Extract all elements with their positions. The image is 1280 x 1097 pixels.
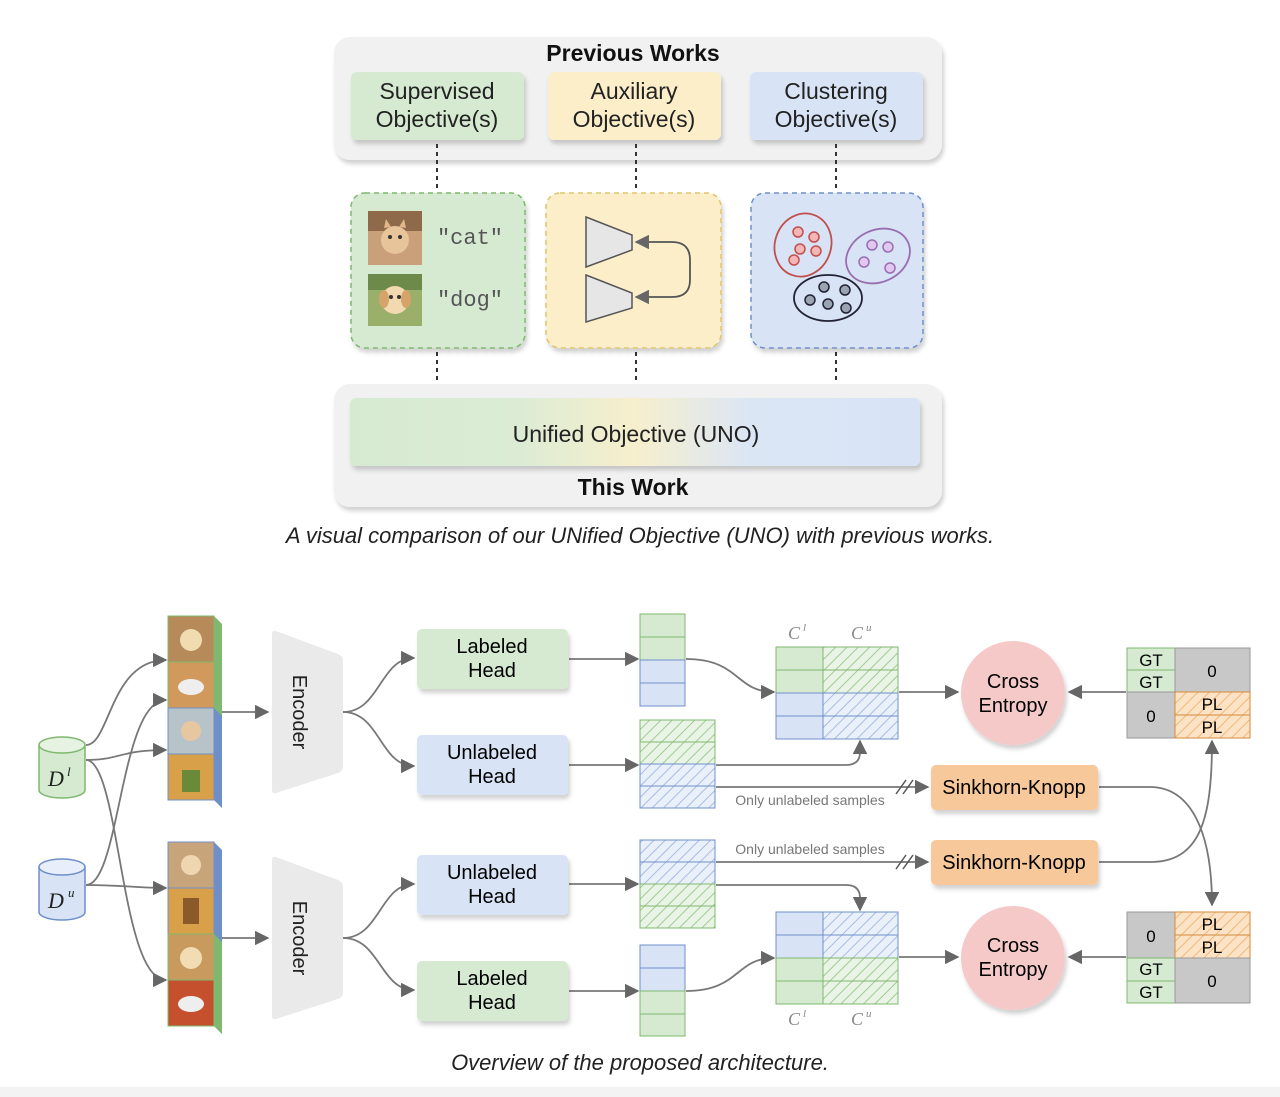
auxiliary-illustration xyxy=(545,192,722,349)
cu-label-bottom-sup: u xyxy=(866,1008,872,1020)
unlabeled-head-bottom-line2: Head xyxy=(468,886,516,908)
cross-entropy-bottom-line2: Entropy xyxy=(979,959,1048,981)
this-work-title: This Work xyxy=(578,474,689,500)
unlabeled-logits-bottom xyxy=(639,839,716,929)
cluster-purple-icon xyxy=(845,227,911,285)
cross-entropy-bottom: Cross Entropy xyxy=(961,906,1065,1010)
image-batch-bottom xyxy=(167,841,222,1034)
zero-cell: 0 xyxy=(1146,707,1155,726)
cl-label-top: C xyxy=(788,623,801,643)
encoder-bottom: Encoder xyxy=(272,856,343,1020)
unlabeled-dataset-label: D xyxy=(47,888,64,913)
pl-cell: PL xyxy=(1202,718,1223,737)
target-matrix-bottom: 0 GT GT PL PL 0 xyxy=(1126,911,1251,1004)
gt-cell: GT xyxy=(1139,651,1163,670)
cross-entropy-top: Cross Entropy xyxy=(961,641,1065,745)
unlabeled-head-top: Unlabeled Head xyxy=(417,735,568,795)
clustering-objective-line1: Clustering xyxy=(784,78,888,104)
only-unlabeled-note-top: Only unlabeled samples xyxy=(735,792,884,808)
consistency-arrow-icon xyxy=(634,234,691,305)
unified-objective-label: Unified Objective (UNO) xyxy=(513,421,760,447)
encoder-trapezoid-icon xyxy=(585,273,633,324)
gt-cell: GT xyxy=(1139,673,1163,692)
unlabeled-head-bottom-line1: Unlabeled xyxy=(447,862,537,884)
concat-logits-bottom: C l C u xyxy=(775,911,899,1029)
labeled-head-bottom: Labeled Head xyxy=(417,961,568,1021)
cluster-red-icon xyxy=(773,212,833,278)
auxiliary-objective-box: Auxiliary Objective(s) xyxy=(548,72,721,140)
zero-cell: 0 xyxy=(1207,972,1216,991)
sinkhorn-knopp-top: Sinkhorn-Knopp xyxy=(931,765,1098,810)
sinkhorn-knopp-bottom-label: Sinkhorn-Knopp xyxy=(942,852,1085,874)
labeled-logits-top xyxy=(639,613,686,707)
top-comparison-figure: Previous Works Supervised Objective(s) A… xyxy=(334,37,942,507)
pl-cell: PL xyxy=(1202,938,1223,957)
supervised-objective-box: Supervised Objective(s) xyxy=(351,72,524,140)
labeled-dataset-label: D xyxy=(47,766,64,791)
zero-cell: 0 xyxy=(1207,662,1216,681)
concat-logits-top: C l C u xyxy=(775,622,899,740)
labeled-head-top-line1: Labeled xyxy=(456,636,527,658)
supervised-objective-line2: Objective(s) xyxy=(376,106,499,132)
cross-entropy-bottom-line1: Cross xyxy=(987,935,1039,957)
gt-cell: GT xyxy=(1139,983,1163,1002)
dog-label: "dog" xyxy=(437,288,503,313)
supervised-objective-line1: Supervised xyxy=(379,78,494,104)
flow-arrows xyxy=(85,650,1220,999)
gt-cell: GT xyxy=(1139,960,1163,979)
encoder-bottom-label: Encoder xyxy=(288,901,310,976)
sinkhorn-knopp-bottom: Sinkhorn-Knopp xyxy=(931,840,1098,885)
auxiliary-objective-line2: Objective(s) xyxy=(573,106,696,132)
dog-image-icon xyxy=(368,274,422,326)
unlabeled-head-top-line2: Head xyxy=(468,766,516,788)
architecture-diagram: Only unlabeled samples Only unlabeled sa… xyxy=(38,613,1251,1037)
labeled-head-top-line2: Head xyxy=(468,660,516,682)
pl-cell: PL xyxy=(1202,915,1223,934)
labeled-dataset-icon: D l xyxy=(38,736,86,799)
top-figure-caption: A visual comparison of our UNified Objec… xyxy=(285,523,995,548)
unlabeled-dataset-sup: u xyxy=(68,885,75,900)
unlabeled-head-top-line1: Unlabeled xyxy=(447,742,537,764)
cl-label-bottom: C xyxy=(788,1009,801,1029)
unlabeled-dataset-icon: D u xyxy=(38,858,86,921)
clustering-illustration xyxy=(750,192,924,349)
dashed-connectors xyxy=(436,144,837,398)
cl-label-bottom-sup: l xyxy=(803,1008,806,1020)
zero-cell: 0 xyxy=(1146,927,1155,946)
cu-label-top: C xyxy=(851,623,864,643)
labeled-head-bottom-line2: Head xyxy=(468,992,516,1014)
sinkhorn-knopp-top-label: Sinkhorn-Knopp xyxy=(942,777,1085,799)
page-bottom-band xyxy=(0,1087,1280,1097)
supervised-illustration: "cat" "dog" xyxy=(350,192,526,349)
image-batch-top xyxy=(167,615,222,808)
cluster-dark-icon xyxy=(793,274,863,322)
cu-label-bottom: C xyxy=(851,1009,864,1029)
unlabeled-head-bottom: Unlabeled Head xyxy=(417,855,568,915)
cat-label: "cat" xyxy=(437,226,503,251)
encoder-top: Encoder xyxy=(272,630,343,794)
cat-image-icon xyxy=(368,211,422,265)
unlabeled-logits-top xyxy=(639,719,716,809)
cl-label-top-sup: l xyxy=(803,622,806,634)
clustering-objective-line2: Objective(s) xyxy=(775,106,898,132)
labeled-head-bottom-line1: Labeled xyxy=(456,968,527,990)
previous-works-title: Previous Works xyxy=(546,40,719,66)
labeled-head-top: Labeled Head xyxy=(417,629,568,689)
encoder-top-label: Encoder xyxy=(288,675,310,750)
encoder-trapezoid-icon xyxy=(585,215,633,269)
labeled-logits-bottom xyxy=(639,944,686,1037)
architecture-caption: Overview of the proposed architecture. xyxy=(451,1050,829,1075)
cross-entropy-top-line2: Entropy xyxy=(979,695,1048,717)
unified-objective-box xyxy=(350,398,920,466)
labeled-dataset-sup: l xyxy=(67,764,71,779)
target-matrix-top: GT GT 0 0 PL PL xyxy=(1126,647,1251,739)
pl-cell: PL xyxy=(1202,695,1223,714)
stop-gradient-marks xyxy=(895,779,914,870)
auxiliary-objective-line1: Auxiliary xyxy=(591,78,678,104)
clustering-objective-box: Clustering Objective(s) xyxy=(750,72,923,140)
cu-label-top-sup: u xyxy=(866,622,872,634)
only-unlabeled-note-bottom: Only unlabeled samples xyxy=(735,841,884,857)
cross-entropy-top-line1: Cross xyxy=(987,671,1039,693)
